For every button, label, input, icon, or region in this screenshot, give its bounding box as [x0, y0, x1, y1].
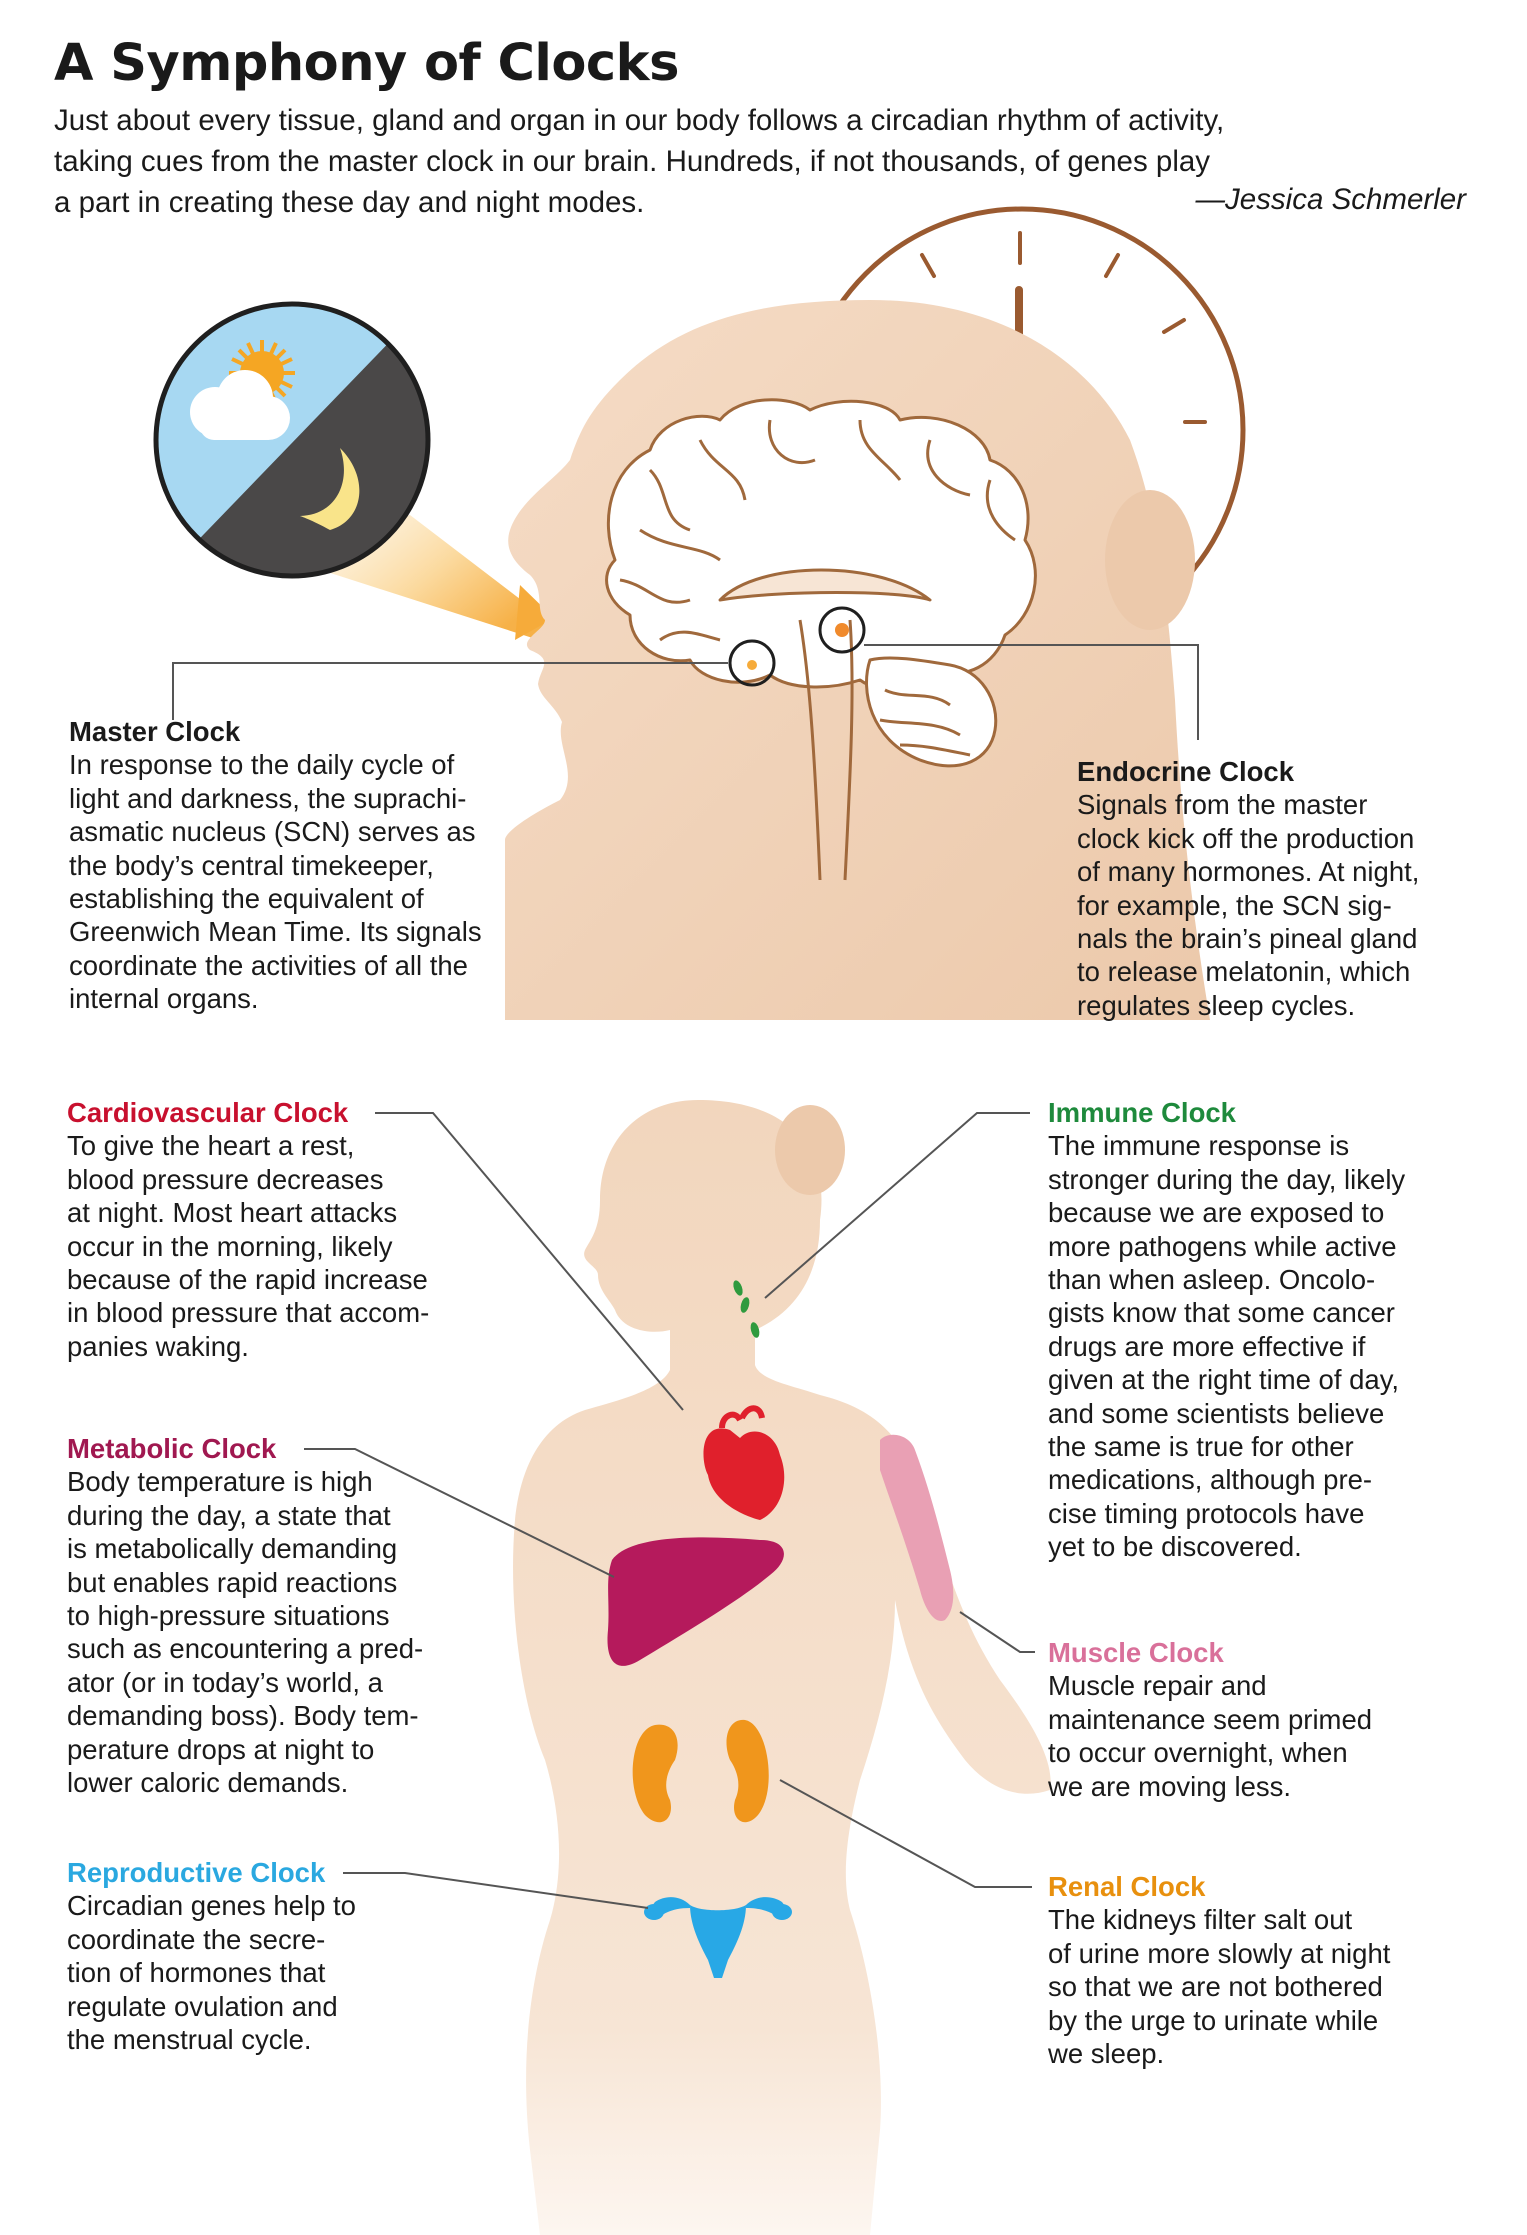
callout-line: than when asleep. Oncolo- — [1048, 1264, 1376, 1296]
pineal-marker — [818, 606, 866, 654]
callout-line: lower caloric demands. — [67, 1767, 349, 1799]
callout-line: gists know that some cancer — [1048, 1297, 1395, 1329]
callout-line: to occur overnight, when — [1048, 1737, 1348, 1769]
callout-line: more pathogens while active — [1048, 1230, 1397, 1262]
callout-line: panies waking. — [67, 1330, 249, 1362]
callout-line: by the urge to urinate while — [1048, 2004, 1379, 2036]
callout-line: perature drops at night to — [67, 1733, 375, 1765]
metabolic-clock-heading: Metabolic Clock — [67, 1433, 277, 1464]
page-title: A Symphony of Clocks — [54, 34, 679, 93]
renal-clock-callout: Renal Clock The kidneys filter salt out … — [1048, 1870, 1390, 2070]
callout-line: of urine more slowly at night — [1048, 1937, 1391, 1969]
callout-line: drugs are more effective if — [1048, 1330, 1366, 1362]
callout-line: stronger during the day, likely — [1048, 1163, 1406, 1195]
kidney-icon — [632, 1719, 769, 1823]
intro-paragraph: Just about every tissue, gland and organ… — [54, 100, 1474, 223]
callout-line: Body temperature is high — [67, 1466, 373, 1498]
callout-line: maintenance seem primed — [1048, 1703, 1373, 1735]
muscle-clock-callout: Muscle Clock Muscle repair and maintenan… — [1048, 1636, 1372, 1803]
callout-line: To give the heart a rest, — [67, 1130, 355, 1162]
reproductive-clock-heading: Reproductive Clock — [67, 1857, 326, 1888]
callout-line: the same is true for other — [1048, 1431, 1354, 1463]
callout-line: establishing the equivalent of — [69, 883, 424, 915]
intro-line: taking cues from the master clock in our… — [54, 145, 1211, 178]
scn-marker — [728, 639, 776, 687]
callout-line: because we are exposed to — [1048, 1197, 1385, 1229]
callout-line: coordinate the activities of all the — [69, 949, 468, 981]
beam-arrow-icon — [515, 585, 554, 640]
muscle-icon — [880, 1434, 954, 1621]
callout-line: The kidneys filter salt out — [1048, 1904, 1353, 1936]
callout-line: internal organs. — [69, 983, 259, 1015]
immune-clock-heading: Immune Clock — [1048, 1097, 1236, 1128]
lymph-node-icon — [733, 1280, 760, 1338]
callout-line: given at the right time of day, — [1048, 1364, 1400, 1396]
callout-line: ator (or in today’s world, a — [67, 1666, 383, 1698]
callout-line: and some scientists believe — [1048, 1397, 1385, 1429]
callout-line: such as encountering a pred- — [67, 1633, 424, 1665]
moon-icon — [300, 448, 360, 530]
byline: —Jessica Schmerler — [1195, 183, 1466, 216]
callout-line: demanding boss). Body tem- — [67, 1700, 419, 1732]
callout-line: regulate ovulation and — [67, 1990, 338, 2022]
callout-line: occur in the morning, likely — [67, 1230, 393, 1262]
callout-line: medications, although pre- — [1048, 1464, 1373, 1496]
intro-line: Just about every tissue, gland and organ… — [54, 104, 1225, 137]
callout-line: for example, the SCN sig- — [1077, 889, 1392, 921]
endocrine-clock-callout: Endocrine Clock Signals from the master … — [1077, 755, 1419, 1022]
callout-line: The immune response is — [1048, 1130, 1350, 1162]
callout-line: asmatic nucleus (SCN) serves as — [69, 816, 476, 848]
callout-line: to high-pressure situations — [67, 1600, 390, 1632]
metabolic-clock-callout: Metabolic Clock Body temperature is high… — [67, 1432, 423, 1799]
heart-icon — [703, 1405, 785, 1520]
callout-line: in blood pressure that accom- — [67, 1297, 430, 1329]
reproductive-clock-callout: Reproductive Clock Circadian genes help … — [67, 1856, 356, 2056]
callout-line: Muscle repair and — [1048, 1670, 1267, 1702]
endocrine-clock-heading: Endocrine Clock — [1077, 756, 1294, 787]
hair-bun — [1105, 490, 1195, 630]
callout-line: Signals from the master — [1077, 789, 1368, 821]
callout-line: In response to the daily cycle of — [69, 749, 455, 781]
callout-line: during the day, a state that — [67, 1499, 391, 1531]
callout-line: so that we are not bothered — [1048, 1971, 1383, 2003]
callout-line: Circadian genes help to — [67, 1890, 356, 1922]
callout-line: blood pressure decreases — [67, 1163, 384, 1195]
callout-line: but enables rapid reactions — [67, 1566, 398, 1598]
cardiovascular-clock-callout: Cardiovascular Clock To give the heart a… — [67, 1096, 429, 1363]
callout-line: Greenwich Mean Time. Its signals — [69, 916, 482, 948]
callout-line: the menstrual cycle. — [67, 2024, 312, 2056]
immune-clock-callout: Immune Clock The immune response is stro… — [1048, 1096, 1405, 1564]
callout-line: clock kick off the production — [1077, 822, 1415, 854]
callout-line: to release melatonin, which — [1077, 956, 1411, 988]
callout-line: we are moving less. — [1048, 1770, 1292, 1802]
callout-line: of many hormones. At night, — [1077, 856, 1420, 888]
day-night-disc — [156, 304, 428, 576]
body-silhouette — [513, 1100, 1051, 2235]
callout-line: we sleep. — [1048, 2038, 1165, 2070]
callout-line: light and darkness, the suprachi- — [69, 782, 467, 814]
callout-line: at night. Most heart attacks — [67, 1197, 398, 1229]
master-clock-callout: Master Clock In response to the daily cy… — [69, 715, 482, 1016]
callout-line: the body’s central timekeeper, — [69, 849, 434, 881]
uterus-icon — [644, 1897, 792, 1978]
cloud-icon — [190, 370, 290, 440]
liver-icon — [607, 1537, 784, 1666]
callout-line: yet to be discovered. — [1048, 1531, 1302, 1563]
callout-line: because of the rapid increase — [67, 1264, 428, 1296]
callout-line: cise timing protocols have — [1048, 1497, 1365, 1529]
callout-line: nals the brain’s pineal gland — [1077, 923, 1418, 955]
master-clock-heading: Master Clock — [69, 716, 241, 747]
callout-line: is metabolically demanding — [67, 1533, 398, 1565]
intro-line: a part in creating these day and night m… — [54, 186, 645, 219]
callout-line: coordinate the secre- — [67, 1923, 326, 1955]
renal-clock-heading: Renal Clock — [1048, 1871, 1206, 1902]
cardiovascular-clock-heading: Cardiovascular Clock — [67, 1097, 349, 1128]
brain-icon — [605, 398, 1037, 881]
muscle-clock-heading: Muscle Clock — [1048, 1637, 1224, 1668]
callout-line: tion of hormones that — [67, 1957, 326, 1989]
callout-line: regulates sleep cycles. — [1077, 989, 1356, 1021]
